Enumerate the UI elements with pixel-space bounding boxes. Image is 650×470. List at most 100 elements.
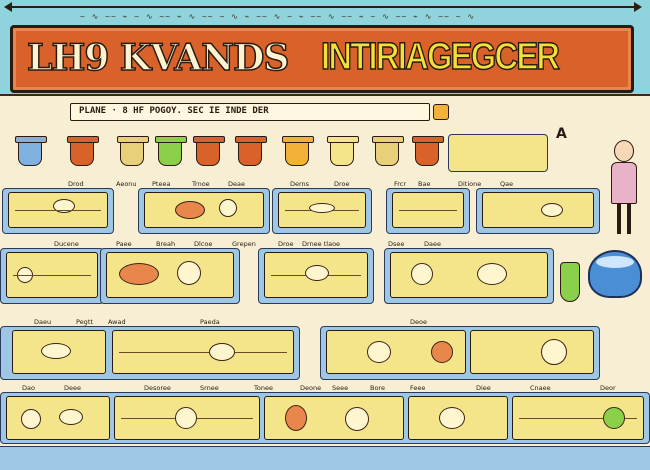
row1-label: Aeonu — [116, 180, 137, 188]
title-banner: LH9 KVANDS INTIRIAGEGCER — [10, 25, 634, 93]
pot-icon — [67, 136, 99, 166]
sketch-line — [519, 418, 637, 419]
row2-label: Breah — [156, 240, 176, 248]
row1-label: Pteea — [152, 180, 171, 188]
double-arrow-icon — [4, 2, 642, 12]
sketch-shape — [119, 263, 159, 285]
sketch-shape — [541, 203, 563, 217]
sketch-shape — [177, 261, 201, 285]
pot-icon — [117, 136, 149, 166]
row1-label: Frcr — [394, 180, 407, 188]
title-left: LH9 KVANDS — [26, 36, 290, 80]
sketch-shape — [431, 341, 453, 363]
row4-label: Tonee — [254, 384, 273, 392]
diagram-panel — [264, 252, 368, 298]
diagram-panel — [112, 330, 294, 374]
sky-band: ~ ∿ ~~ ⌁ ~ ∿ ~~ ⌁ ∿ ~~ ~ ∿ ⌁ ~~ ∿ ~ ⌁ ~~… — [0, 0, 650, 96]
diagram-panel — [264, 396, 404, 440]
row4-label: Deee — [64, 384, 82, 392]
beaker-icon — [15, 136, 47, 166]
row4-label: Diee — [476, 384, 491, 392]
row2-label: Daee — [424, 240, 441, 248]
sketch-shape — [411, 263, 433, 285]
row4-label: Feee — [410, 384, 426, 392]
row2-label: Ducene — [54, 240, 79, 248]
row1-label: Drod — [68, 180, 84, 188]
diagram-panel — [408, 396, 508, 440]
diagram-panel — [326, 330, 466, 374]
row3-label: Awad — [108, 318, 126, 326]
sketch-shape — [53, 199, 75, 213]
sketch-shape — [175, 407, 197, 429]
pot-icon — [412, 136, 444, 166]
scientist-head — [614, 140, 634, 162]
row2-label: Drnee tlaoe — [302, 240, 341, 248]
sketch-shape — [175, 201, 205, 219]
sketch-line — [15, 210, 101, 211]
pot-icon — [155, 136, 187, 166]
pot-icon — [327, 136, 359, 166]
sketch-line — [13, 275, 91, 276]
glass-bulb-icon — [588, 250, 642, 298]
sketch-line — [399, 210, 457, 211]
sketch-shape — [305, 265, 329, 281]
sketch-shape — [603, 407, 625, 429]
equipment-panel — [448, 134, 548, 172]
diagram-panel — [482, 192, 594, 228]
row4-label: Deone — [300, 384, 322, 392]
pot-icon — [235, 136, 267, 166]
sketch-shape — [219, 199, 237, 217]
row1-label: Derns — [290, 180, 310, 188]
subtitle-strip: PLANE · 8 HF POGOY. SEC IE INDE DER — [70, 103, 430, 121]
diagram-panel — [114, 396, 260, 440]
row2-label: Paee — [116, 240, 132, 248]
row2-label: Dlcoe — [194, 240, 213, 248]
diagram-panel — [144, 192, 264, 228]
sketch-shape — [209, 343, 235, 361]
row4-label: Srnee — [200, 384, 219, 392]
diagram-panel — [6, 396, 110, 440]
row3-label: Pegtt — [76, 318, 93, 326]
diagram-panel — [6, 252, 98, 298]
floor — [0, 446, 650, 470]
scientist-leg — [617, 204, 621, 234]
sketch-shape — [439, 407, 465, 429]
row4-label: Desoree — [144, 384, 171, 392]
diagram-panel — [512, 396, 644, 440]
row1-label: Ditione — [458, 180, 482, 188]
sketch-shape — [41, 343, 71, 359]
row4-label: Deor — [600, 384, 616, 392]
letter-mark: A — [556, 126, 567, 142]
scientist-figure — [608, 140, 640, 240]
diagram-panel — [106, 252, 234, 298]
row1-label: Bae — [418, 180, 431, 188]
row4-label: Cnaee — [530, 384, 551, 392]
doodle-scribbles: ~ ∿ ~~ ⌁ ~ ∿ ~~ ⌁ ∿ ~~ ~ ∿ ⌁ ~~ ∿ ~ ⌁ ~~… — [80, 12, 476, 21]
diagram-panel — [470, 330, 594, 374]
row1-label: Deae — [228, 180, 245, 188]
row1-label: Droe — [334, 180, 350, 188]
pencil-icon — [433, 104, 449, 120]
row2-label: Droe — [278, 240, 294, 248]
row4-label: Dao — [22, 384, 35, 392]
diagram-panel — [278, 192, 366, 228]
pot-icon — [372, 136, 404, 166]
row4-label: Seee — [332, 384, 349, 392]
diagram-panel — [392, 192, 464, 228]
sketch-shape — [59, 409, 83, 425]
sketch-shape — [541, 339, 567, 365]
sketch-shape — [367, 341, 391, 363]
pot-icon — [193, 136, 225, 166]
row3-label: Deoe — [410, 318, 427, 326]
flask-icon — [560, 262, 580, 302]
diagram-panel — [12, 330, 106, 374]
row1-label: Trnoe — [192, 180, 210, 188]
row2-label: Dsee — [388, 240, 405, 248]
sketch-shape — [345, 407, 369, 431]
row2-label: Grepen — [232, 240, 256, 248]
row1-label: Qae — [500, 180, 514, 188]
title-right: INTIRIAGEGCER — [320, 35, 560, 79]
sketch-shape — [477, 263, 507, 285]
row3-label: Daeu — [34, 318, 52, 326]
sketch-shape — [21, 409, 41, 429]
